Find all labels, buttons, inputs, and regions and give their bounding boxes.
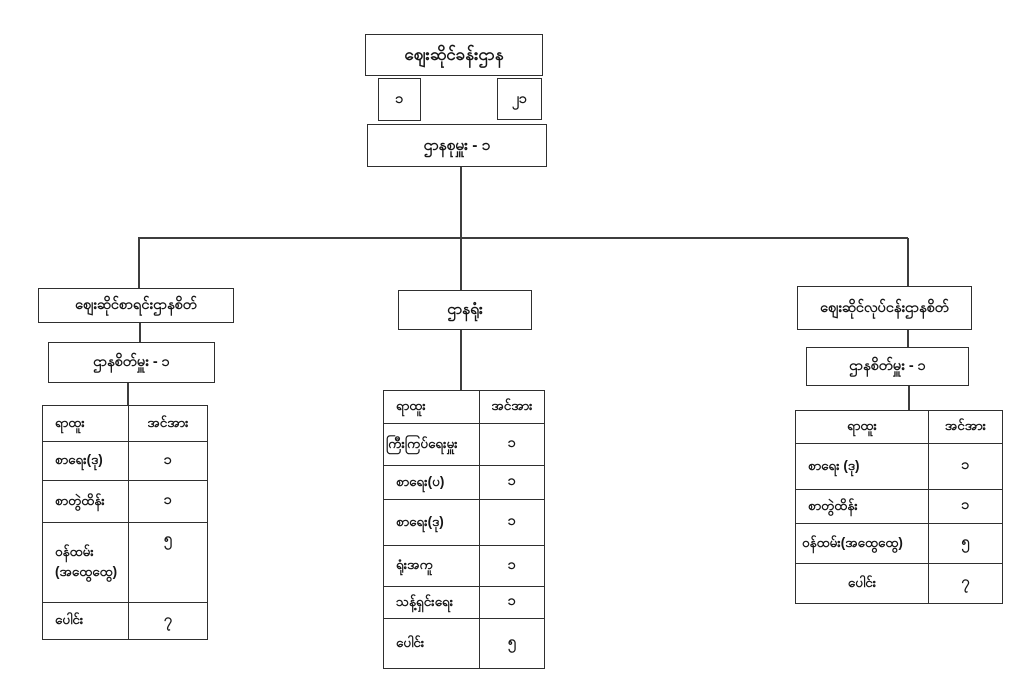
table-row: စာရေး(ဒု) ၁: [384, 500, 544, 546]
officer-count: ၁: [395, 91, 404, 108]
table-total-row: ပေါင်း ၇: [796, 564, 1002, 603]
connector-left-branch-drop: [138, 238, 140, 289]
middle-staff-table: ရာထူး အင်အား ကြီးကြပ်ရေးမှူး ၁ စာရေး(ပ) …: [383, 390, 545, 669]
table-header-row: ရာထူး အင်အား: [796, 411, 1002, 444]
position-cell: ဝန်ထမ်း(အထွေထွေ): [796, 524, 929, 563]
root-department-box: ဈေးဆိုင်ခန်းဌာန: [365, 34, 543, 76]
left-staff-table: ရာထူး အင်အား စာရေး(ဒု) ၁ စာတွဲထိန်း ၁ ဝန…: [42, 405, 208, 640]
left-branch-head-box: ဌာနစိတ်မှူး - ၁: [48, 342, 215, 383]
table-row: စာရေး(ပ) ၁: [384, 466, 544, 500]
header-strength: အင်အား: [491, 398, 533, 413]
connector-left-title-to-subtitle: [139, 322, 141, 343]
position-cell: စာရေး(ဒု): [43, 442, 129, 480]
staff-count-box: ၂၁: [497, 78, 542, 120]
total-value-cell: ၇: [961, 574, 970, 590]
strength-cell: ၁: [961, 497, 970, 513]
position-cell: ဝန်ထမ်း (အထွေထွေ): [43, 523, 129, 602]
staff-count: ၂၁: [511, 90, 528, 107]
table-header-row: ရာထူး အင်အား: [43, 406, 207, 442]
strength-cell: ၁: [507, 435, 517, 451]
table-header-row: ရာထူး အင်အား: [384, 391, 544, 424]
left-branch-title-box: ဈေးဆိုင်စာရင်းဌာနစိတ်: [38, 288, 234, 323]
total-value-cell: ၅: [507, 634, 517, 650]
left-branch-title: ဈေးဆိုင်စာရင်းဌာနစိတ်: [75, 297, 197, 314]
connector-left-subtitle-to-table: [127, 382, 129, 406]
position-cell: စာတွဲထိန်း: [43, 481, 129, 522]
strength-cell: ၅: [163, 531, 173, 547]
header-position: ရာထူး: [43, 406, 129, 441]
table-row: စာတွဲထိန်း ၁: [43, 481, 207, 523]
table-total-row: ပေါင်း ၇: [43, 603, 207, 639]
table-total-row: ပေါင်း ၅: [384, 619, 544, 668]
total-value-cell: ၇: [163, 611, 173, 628]
connector-middle-branch-drop: [460, 238, 462, 291]
position-cell: သန့်ရှင်းရေး: [384, 587, 480, 618]
connector-right-branch-drop: [907, 238, 909, 287]
position-cell: ရုံးအကူ: [384, 546, 480, 586]
table-row: စာရေး(ဒု) ၁: [43, 442, 207, 481]
right-staff-table: ရာထူး အင်အား စာရေး (ဒု) ၁ စာတွဲထိန်း ၁ ဝ…: [795, 410, 1003, 604]
table-row: ဝန်ထမ်း (အထွေထွေ) ၅: [43, 523, 207, 603]
root-department-title: ဈေးဆိုင်ခန်းဌာန: [404, 45, 504, 65]
root-head-box: ဌာနစုမှူး - ၁: [367, 124, 547, 167]
middle-branch-title: ဌာနရုံး: [447, 301, 483, 319]
table-row: သန့်ရှင်းရေး ၁: [384, 587, 544, 619]
connector-horizontal-bar: [138, 237, 908, 239]
table-row: ရုံးအကူ ၁: [384, 546, 544, 587]
table-row: စာတွဲထိန်း ၁: [796, 490, 1002, 524]
total-label-cell: ပေါင်း: [43, 603, 129, 639]
strength-cell: ၁: [163, 492, 173, 508]
middle-branch-title-box: ဌာနရုံး: [398, 290, 532, 330]
header-position: ရာထူး: [384, 391, 480, 423]
total-label-cell: ပေါင်း: [384, 619, 480, 668]
left-branch-head-label: ဌာနစိတ်မှူး - ၁: [93, 354, 170, 371]
strength-cell: ၁: [507, 556, 517, 573]
strength-cell: ၁: [163, 451, 173, 468]
right-branch-title: ဈေးဆိုင်လုပ်ငန်းဌာနစိတ်: [820, 299, 949, 316]
position-cell: စာရေး (ဒု): [796, 444, 929, 489]
connector-right-subtitle-to-table: [908, 385, 910, 411]
total-label-cell: ပေါင်း: [796, 564, 929, 603]
table-row: ကြီးကြပ်ရေးမှူး ၁: [384, 424, 544, 466]
strength-cell: ၁: [961, 457, 970, 473]
strength-cell: ၅: [961, 534, 970, 550]
header-strength: အင်အား: [944, 418, 987, 433]
connector-right-title-to-subtitle: [907, 329, 909, 348]
position-cell: စာရေး(ပ): [384, 466, 480, 499]
position-cell: စာတွဲထိန်း: [796, 490, 929, 523]
header-position: ရာထူး: [796, 411, 929, 443]
header-strength: အင်အား: [147, 414, 189, 430]
connector-middle-title-to-table: [460, 329, 462, 391]
right-branch-head-box: ဌာနစိတ်မှူး - ၁: [806, 347, 969, 386]
table-row: ဝန်ထမ်း(အထွေထွေ) ၅: [796, 524, 1002, 564]
position-cell: ကြီးကြပ်ရေးမှူး: [384, 424, 480, 465]
strength-cell: ၁: [507, 593, 517, 609]
table-row: စာရေး (ဒု) ၁: [796, 444, 1002, 490]
strength-cell: ၁: [507, 513, 517, 529]
right-branch-head-label: ဌာနစိတ်မှူး - ၁: [849, 358, 926, 375]
right-branch-title-box: ဈေးဆိုင်လုပ်ငန်းဌာနစိတ်: [797, 286, 972, 330]
officer-count-box: ၁: [378, 78, 421, 121]
position-cell: စာရေး(ဒု): [384, 500, 480, 545]
strength-cell: ၁: [507, 473, 517, 489]
connector-root-drop: [460, 167, 462, 238]
root-head-label: ဌာနစုမှူး - ၁: [423, 136, 491, 154]
